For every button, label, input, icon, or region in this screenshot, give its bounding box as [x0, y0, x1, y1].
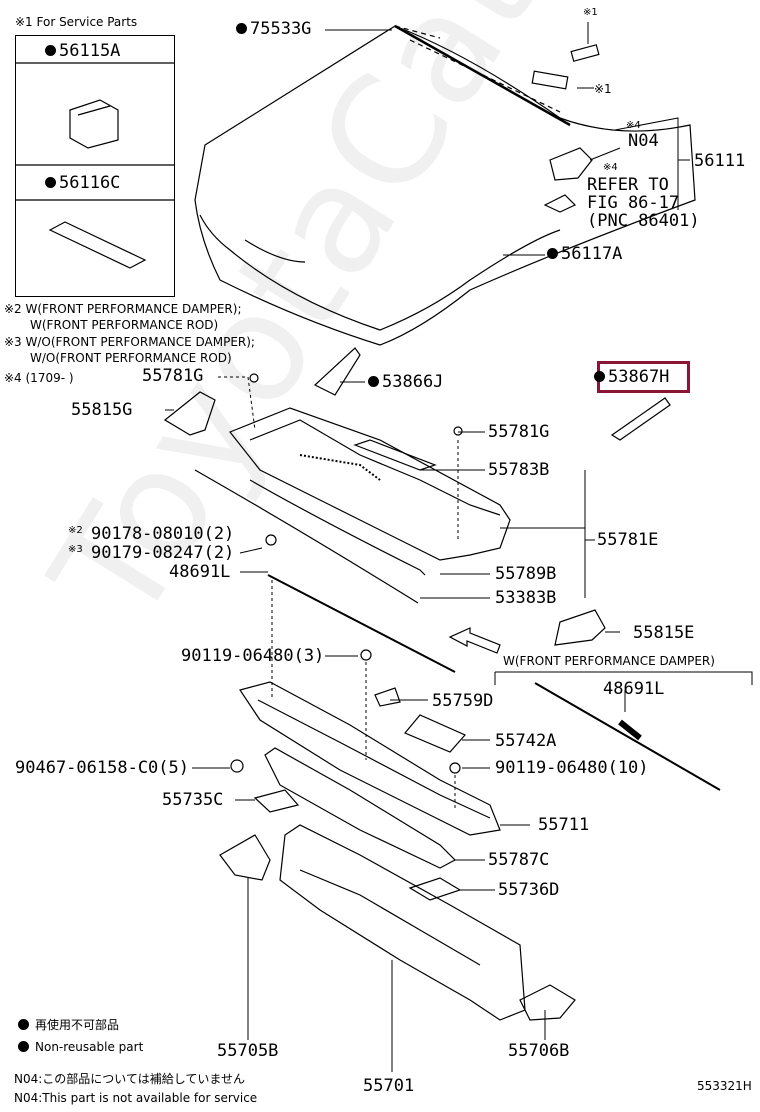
label-55783B: 55783B: [488, 460, 550, 480]
mark-4-a: ※4: [626, 120, 641, 131]
legend-jp: 再使用不可部品: [18, 1019, 119, 1031]
label-bolt-90179: 90179-08247(2): [91, 543, 235, 563]
cowl-outer-panel: [239, 681, 501, 836]
label-55787C: 55787C: [488, 850, 550, 870]
label-55815G: 55815G: [71, 400, 133, 420]
mark-1-top: ※1: [583, 7, 598, 18]
label-56116C: 56116C: [45, 175, 120, 192]
label-N04: N04: [628, 131, 659, 151]
label-75533G: 75533G: [236, 21, 311, 38]
windshield-inner: [199, 214, 561, 331]
label-56111: 56111: [694, 151, 746, 171]
note-2b: W(FRONT PERFORMANCE ROD): [30, 318, 219, 332]
label-clip-90467: 90467-06158-C0(5): [15, 758, 189, 778]
label-55706B: 55706B: [508, 1041, 570, 1061]
label-55781E: 55781E: [597, 530, 659, 550]
legend-en-text: Non-reusable part: [35, 1040, 144, 1054]
cowl-panel: [229, 407, 511, 561]
label-53867H: 53867H: [594, 369, 669, 386]
note-4: ※4 (1709- ): [4, 371, 74, 385]
note-3a: ※3 W/O(FRONT PERFORMANCE DAMPER);: [4, 335, 255, 349]
windshield-glass: [194, 25, 696, 346]
n04-note-jp: N04:この部品については補給していません: [14, 1072, 245, 1086]
label-53383B: 53383B: [495, 588, 557, 608]
mark-1-mid: ※1: [594, 82, 612, 96]
label-56117A: 56117A: [547, 246, 622, 263]
service-box-title: ※1 For Service Parts: [15, 15, 138, 29]
dot-icon: [18, 1041, 29, 1052]
mark-3: ※3: [68, 544, 83, 555]
label-55736D: 55736D: [498, 880, 560, 900]
service-parts-box: [15, 35, 175, 297]
label-55789B: 55789B: [495, 564, 557, 584]
label-56115A: 56115A: [45, 43, 120, 60]
label-55711: 55711: [538, 815, 590, 835]
note-3b: W/O(FRONT PERFORMANCE ROD): [30, 351, 232, 365]
label-bolt-90119-a: 90119-06480(3): [181, 646, 325, 666]
n04-note-en: N04:This part is not available for servi…: [14, 1091, 258, 1105]
legend-en: Non-reusable part: [18, 1041, 143, 1053]
label-bolt-90178: 90178-08010(2): [91, 524, 235, 544]
label-55781G-b: 55781G: [488, 422, 550, 442]
label-55781G-a: 55781G: [142, 366, 204, 386]
refer-line-1: REFER TO: [587, 175, 669, 195]
label-55701: 55701: [363, 1076, 415, 1096]
label-55742A: 55742A: [495, 731, 557, 751]
dot-icon: [18, 1019, 29, 1030]
label-55735C: 55735C: [162, 790, 224, 810]
label-48691L-a: 48691L: [169, 562, 231, 582]
label-55759D: 55759D: [432, 691, 494, 711]
label-bolt-90119-b: 90119-06480(10): [495, 758, 649, 778]
figure-id: 553321H: [697, 1079, 752, 1093]
refer-line-2: FIG 86-17: [587, 193, 680, 213]
label-53866J: 53866J: [368, 374, 443, 391]
dash-panel: [279, 824, 526, 1021]
mark-4-b: ※4: [603, 162, 618, 173]
label-48691L-b: 48691L: [603, 679, 665, 699]
note-2a: ※2 W(FRONT PERFORMANCE DAMPER);: [4, 302, 242, 316]
refer-line-3: (PNC 86401): [587, 211, 700, 231]
label-55815E: 55815E: [633, 623, 695, 643]
mark-2: ※2: [68, 525, 83, 536]
legend-jp-text: 再使用不可部品: [35, 1018, 120, 1032]
label-55705B: 55705B: [217, 1041, 279, 1061]
damper-condition: W(FRONT PERFORMANCE DAMPER): [503, 654, 715, 668]
